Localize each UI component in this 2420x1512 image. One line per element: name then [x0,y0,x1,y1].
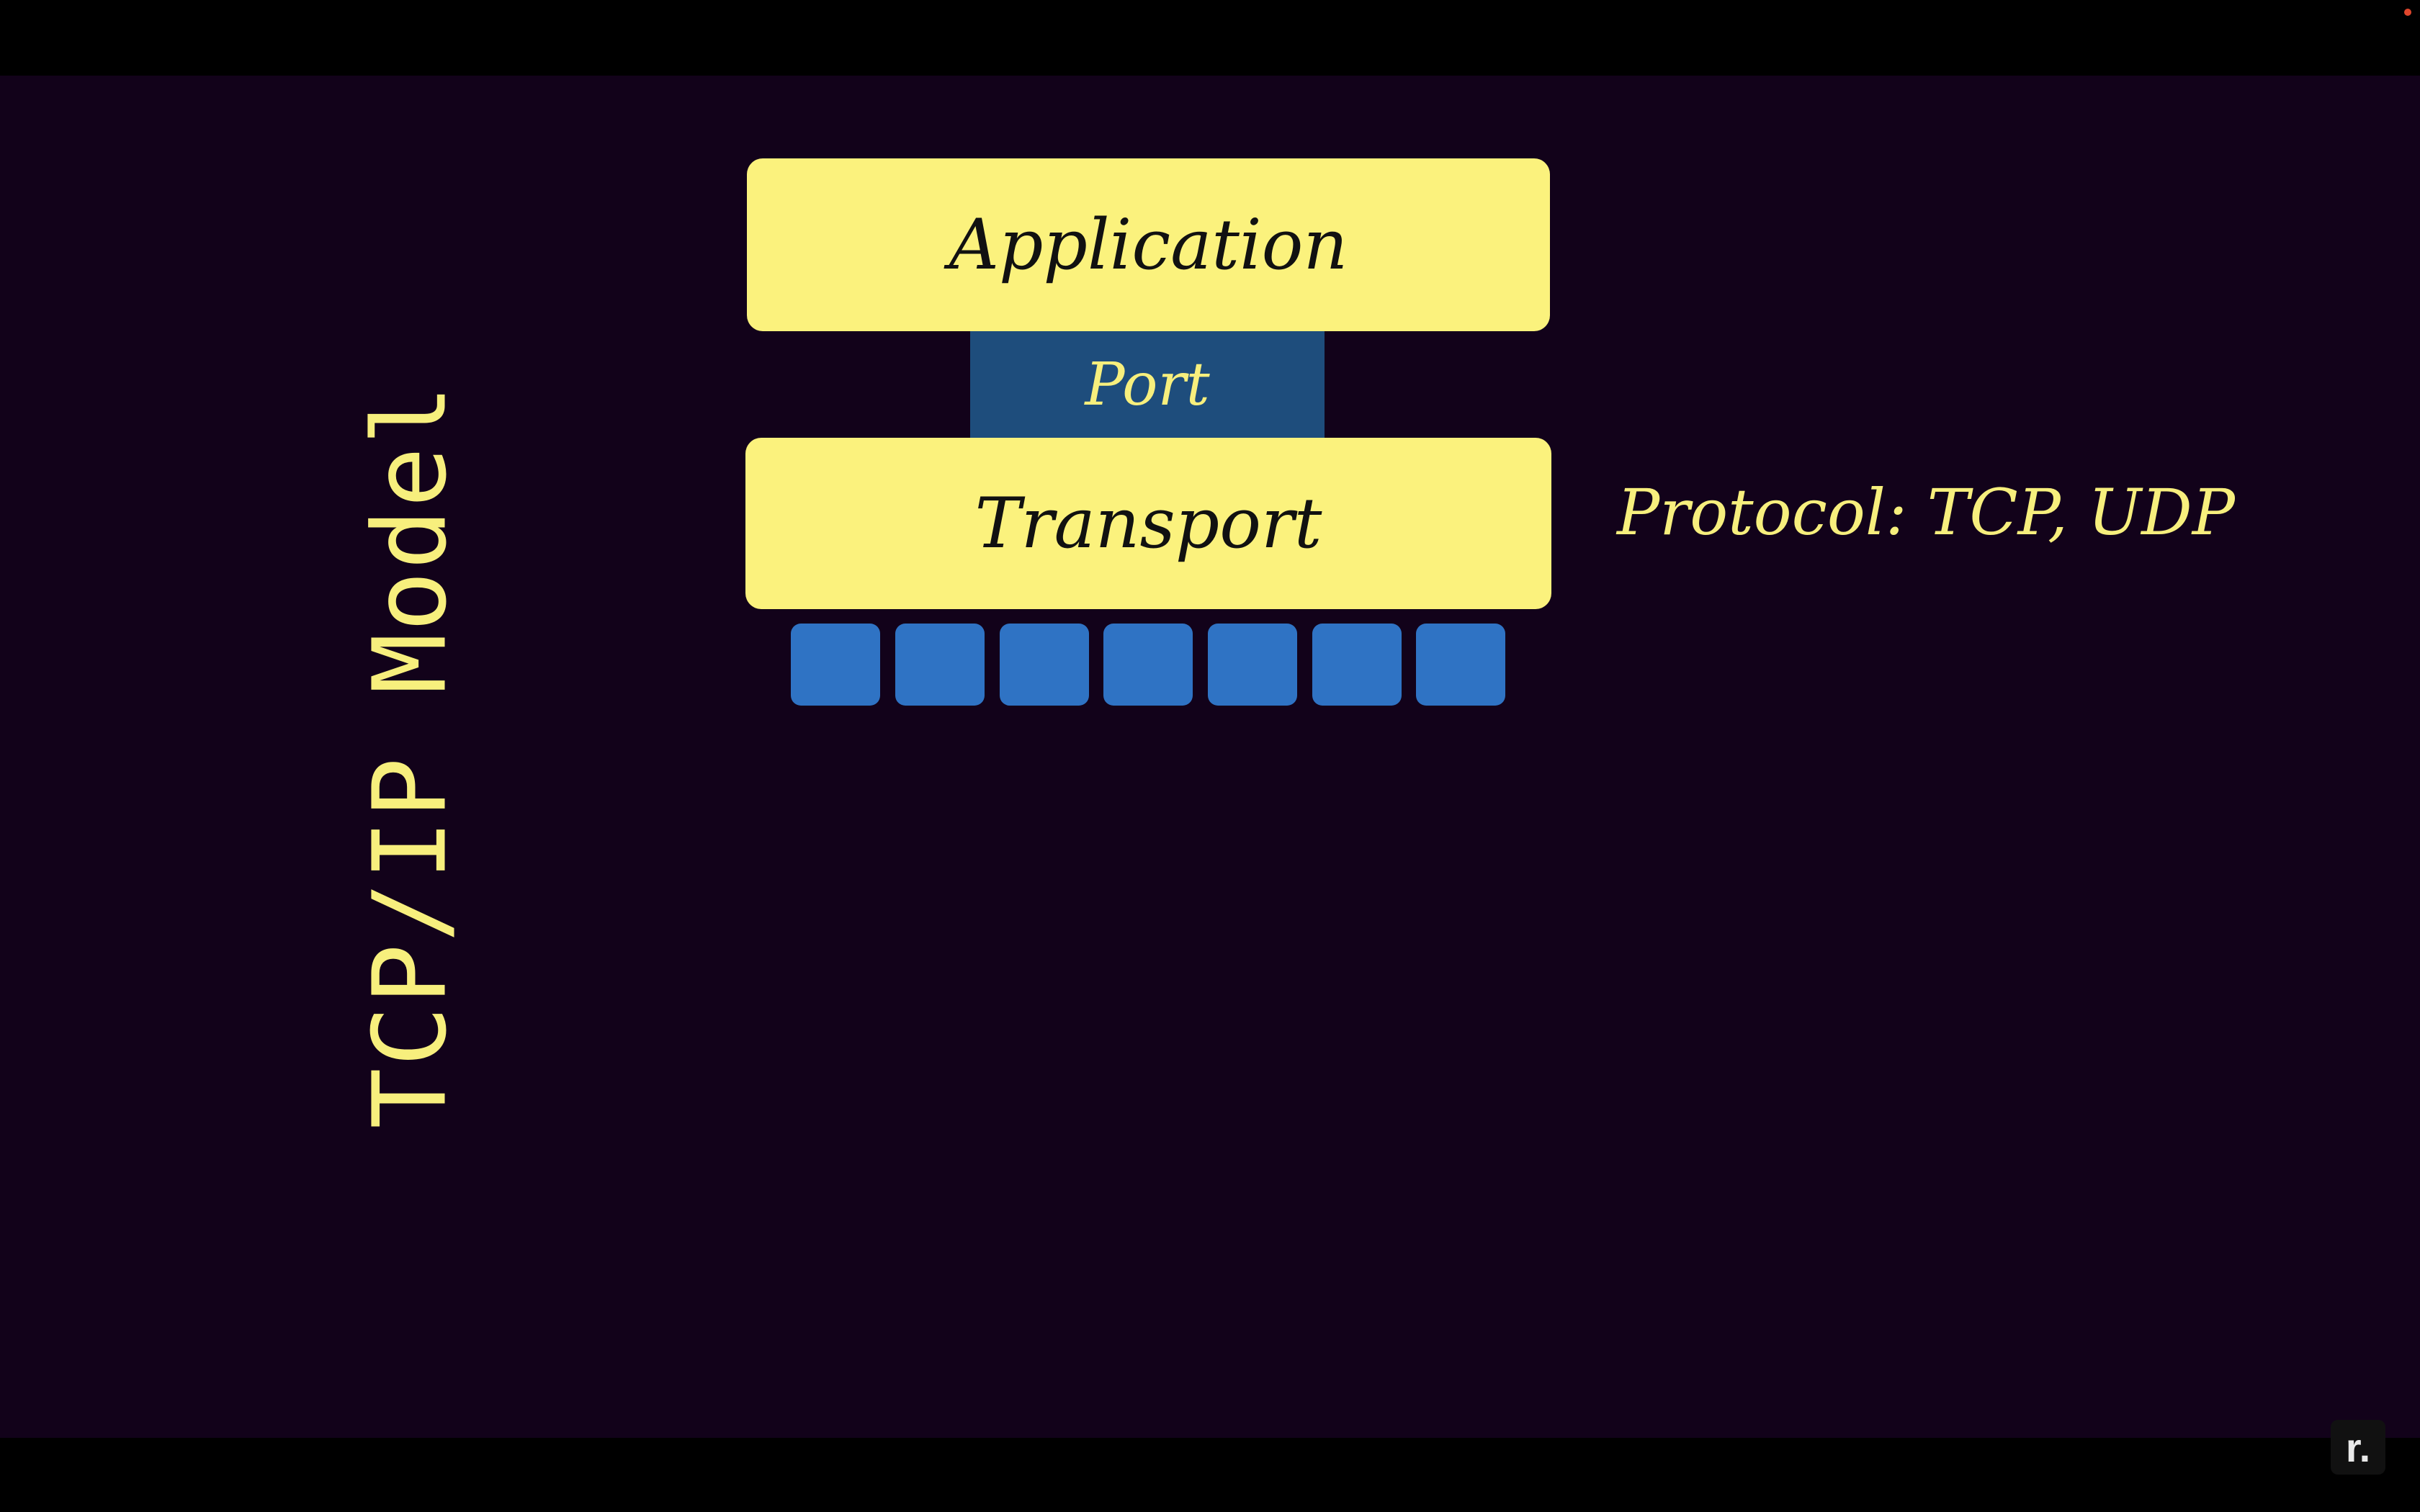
protocol-note: Protocol: TCP, UDP [1617,475,2235,549]
packet-block [895,624,985,706]
player-logo-icon[interactable]: r. [2331,1420,2385,1475]
port-connector-box: Port [970,331,1325,438]
record-dot-icon [2404,9,2411,16]
packet-row [791,624,1505,706]
application-layer-label: Application [949,204,1348,285]
slide-title-vertical: TCP/IP Model [351,383,470,1129]
letterbox-top [0,0,2420,76]
letterbox-bottom [0,1438,2420,1512]
packet-block [1416,624,1505,706]
port-label: Port [1085,350,1210,419]
transport-layer-label: Transport [974,483,1322,564]
packet-block [1312,624,1402,706]
packet-block [1103,624,1193,706]
packet-block [791,624,880,706]
packet-block [1208,624,1297,706]
player-logo-text: r. [2345,1424,2371,1470]
transport-layer-box: Transport [745,438,1551,609]
application-layer-box: Application [747,158,1550,331]
packet-block [1000,624,1089,706]
